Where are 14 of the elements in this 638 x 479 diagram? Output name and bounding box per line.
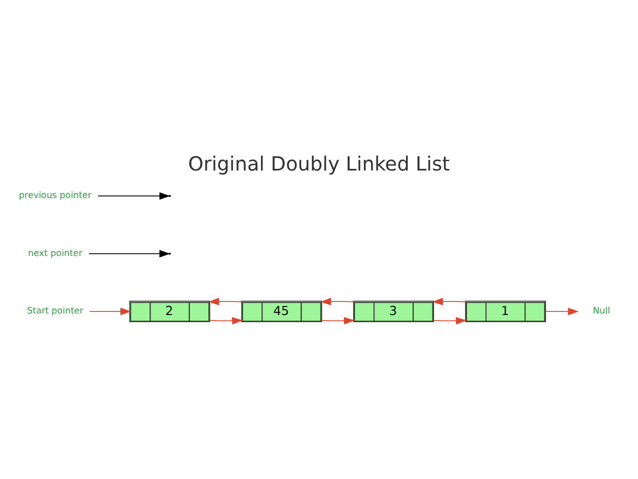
arrow — [433, 317, 467, 324]
node-text: next pointer — [28, 248, 82, 259]
arrow — [432, 298, 466, 306]
arrow — [545, 308, 579, 316]
node-text: Null — [592, 306, 610, 317]
arrow — [320, 298, 354, 306]
arrow — [98, 192, 170, 200]
arrow — [321, 317, 355, 324]
node-text: previous pointer — [18, 191, 92, 202]
arrow — [89, 308, 132, 316]
diagram-title: Original Doubly Linked List — [188, 152, 450, 176]
node-text: Start pointer — [27, 306, 84, 317]
arrow — [208, 298, 242, 306]
arrow — [209, 317, 243, 324]
